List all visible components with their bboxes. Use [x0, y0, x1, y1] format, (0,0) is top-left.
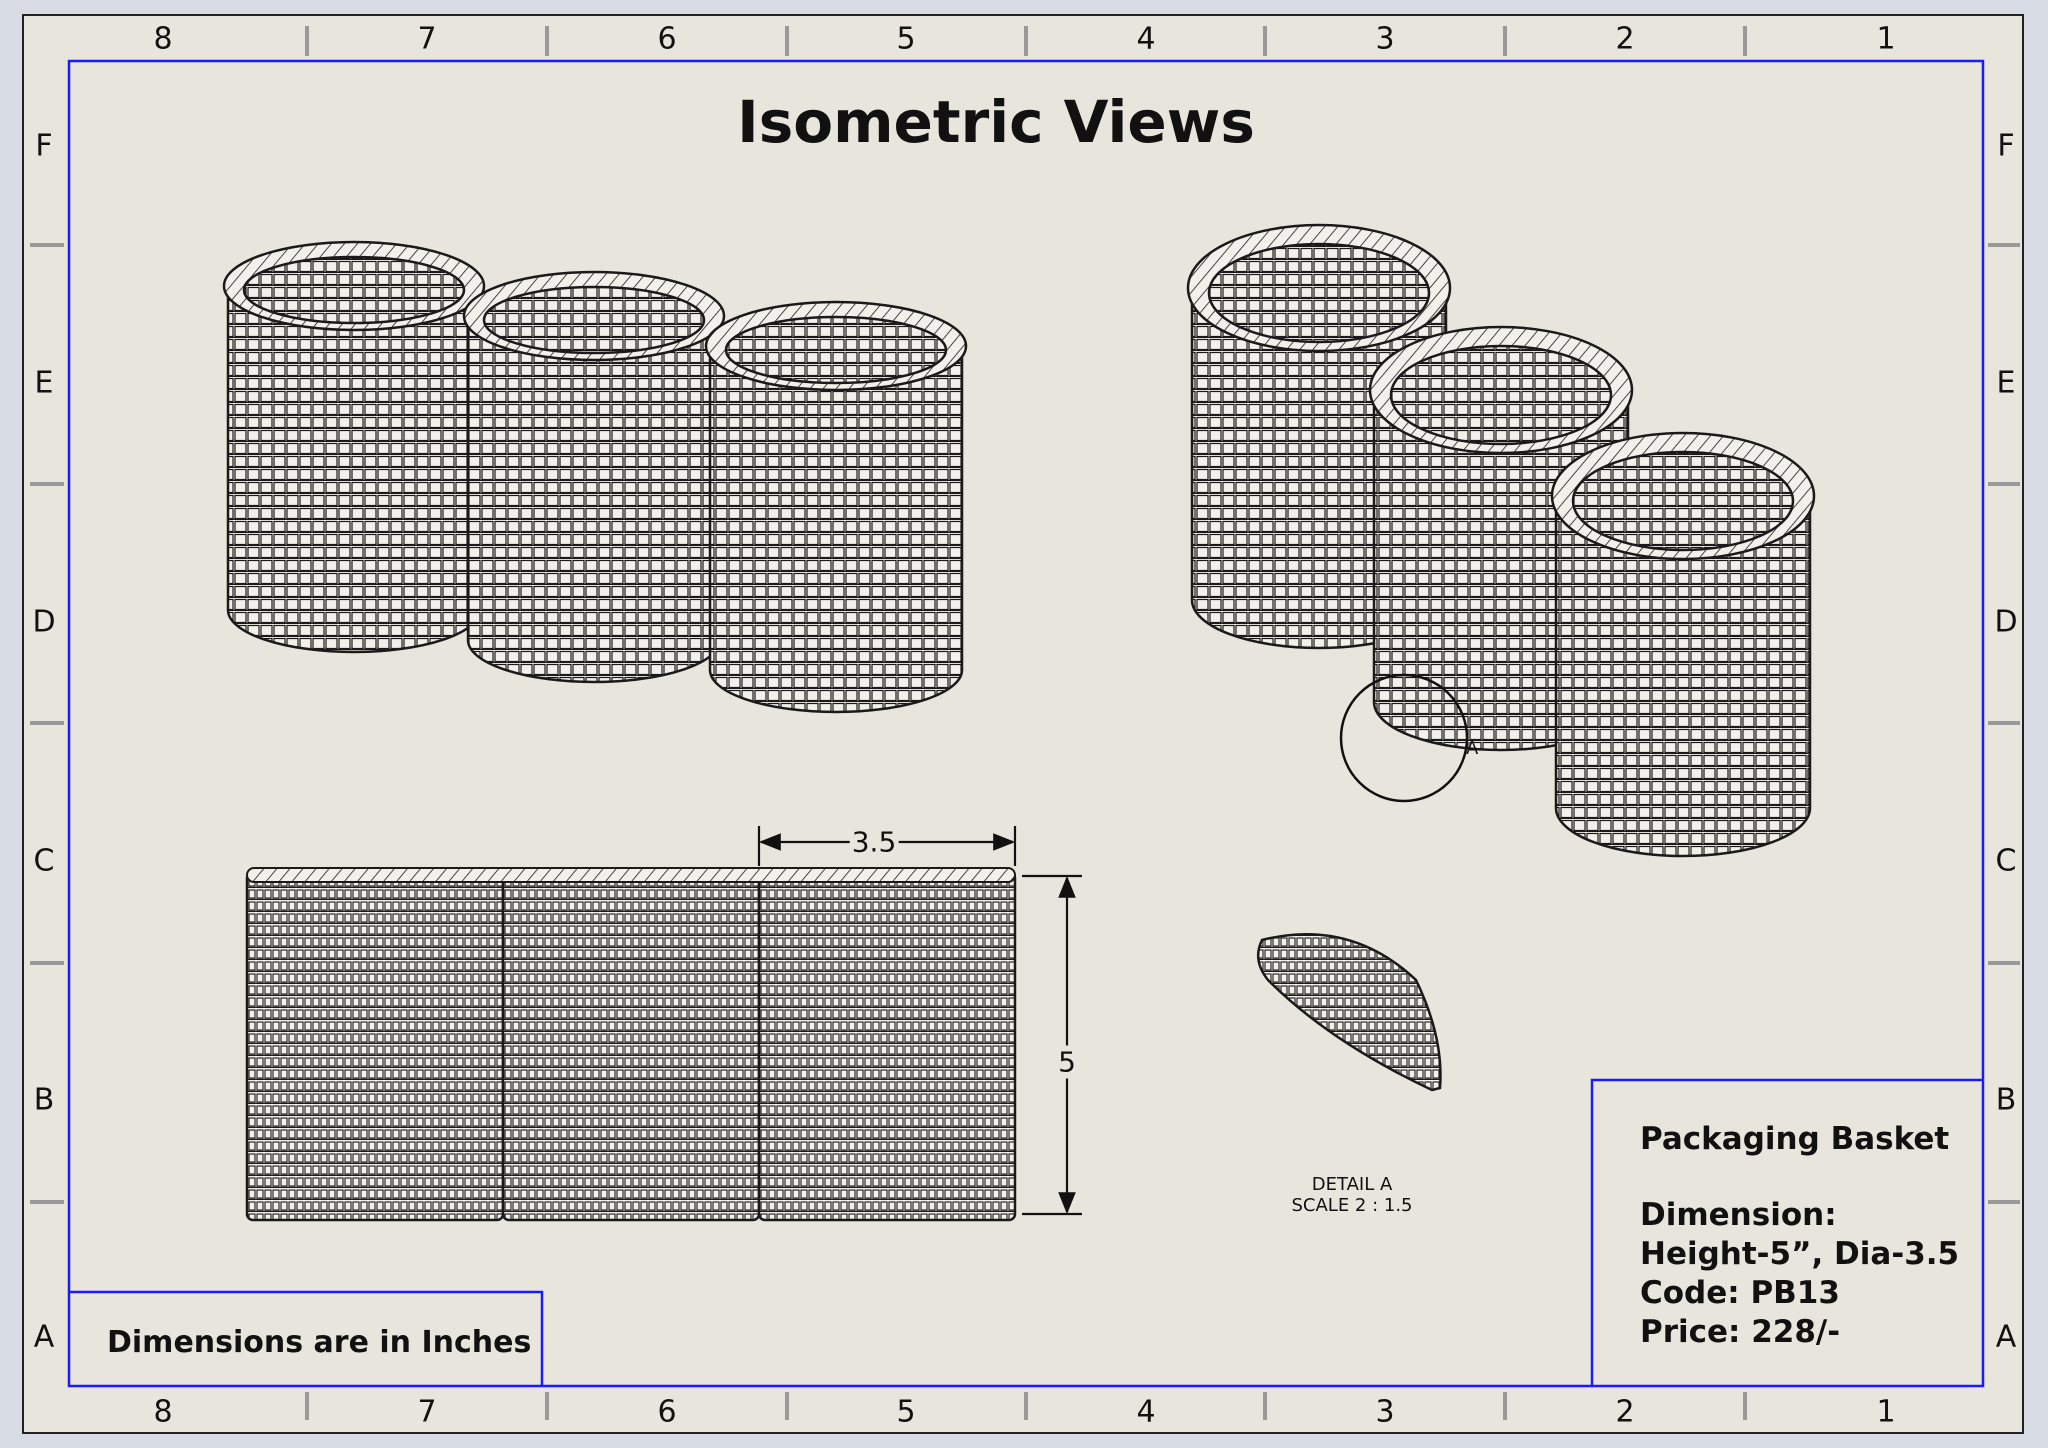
product-name: Packaging Basket — [1640, 1121, 1950, 1157]
title-block: Packaging Basket Dimension: Height-5”, D… — [1640, 1120, 1960, 1352]
column-label-5-top: 5 — [896, 21, 916, 57]
row-label-a-right: A — [1995, 1319, 2017, 1355]
row-label-b-right: B — [1995, 1082, 2017, 1118]
product-code: Code: PB13 — [1640, 1275, 1840, 1311]
row-label-a-left: A — [33, 1319, 55, 1355]
column-label-2-bottom: 2 — [1615, 1394, 1635, 1430]
basket-cylinder — [222, 240, 486, 654]
inner-border — [67, 59, 1985, 1388]
column-label-7-top: 7 — [417, 21, 437, 57]
column-label-3-top: 3 — [1375, 21, 1395, 57]
row-label-f-right: F — [1997, 128, 2015, 164]
column-label-8-top: 8 — [153, 21, 173, 57]
row-label-d-right: D — [1994, 604, 2018, 640]
dimension-label: Dimension: — [1640, 1197, 1837, 1233]
detail-callout-circle — [1339, 673, 1469, 803]
height-dimension: 5 — [1056, 1045, 1078, 1079]
units-note: Dimensions are in Inches — [107, 1325, 532, 1360]
sheet-title: Isometric Views — [737, 88, 1255, 156]
column-label-6-top: 6 — [657, 21, 677, 57]
column-label-2-top: 2 — [1615, 21, 1635, 57]
column-label-1-bottom: 1 — [1876, 1394, 1896, 1430]
column-label-7-bottom: 7 — [417, 1394, 437, 1430]
detail-label: DETAIL A SCALE 2 : 1.5 — [1291, 1174, 1412, 1216]
basket-cylinder — [704, 300, 968, 714]
column-label-4-top: 4 — [1136, 21, 1156, 57]
row-label-c-right: C — [1995, 843, 2017, 879]
title-block-box — [1590, 1078, 1983, 1386]
column-label-3-bottom: 3 — [1375, 1394, 1395, 1430]
basket-cylinder — [462, 270, 726, 684]
row-label-f-left: F — [35, 128, 53, 164]
dimension-value: Height-5”, Dia-3.5 — [1640, 1236, 1960, 1272]
column-label-6-bottom: 6 — [657, 1394, 677, 1430]
row-label-c-left: C — [33, 843, 55, 879]
detail-a-view — [1256, 933, 1442, 1092]
isometric-view-left — [222, 240, 968, 714]
diameter-dimension: 3.5 — [849, 825, 899, 859]
row-label-b-left: B — [33, 1082, 55, 1118]
isometric-view-right — [1186, 223, 1816, 858]
detail-marker-label: A — [1466, 738, 1479, 759]
column-label-5-bottom: 5 — [896, 1394, 916, 1430]
basket-cylinder — [1550, 431, 1816, 858]
row-label-e-left: E — [34, 365, 54, 401]
detail-scale: SCALE 2 : 1.5 — [1291, 1195, 1413, 1216]
row-label-e-right: E — [1996, 365, 2016, 401]
column-label-8-bottom: 8 — [153, 1394, 173, 1430]
front-view — [245, 867, 1017, 1222]
product-price: Price: 228/- — [1640, 1314, 1841, 1350]
column-label-1-top: 1 — [1876, 21, 1896, 57]
zone-ticks — [30, 26, 2020, 1420]
row-label-d-left: D — [32, 604, 56, 640]
units-note-box — [69, 1290, 544, 1386]
detail-title: DETAIL A — [1311, 1174, 1393, 1195]
column-label-4-bottom: 4 — [1136, 1394, 1156, 1430]
